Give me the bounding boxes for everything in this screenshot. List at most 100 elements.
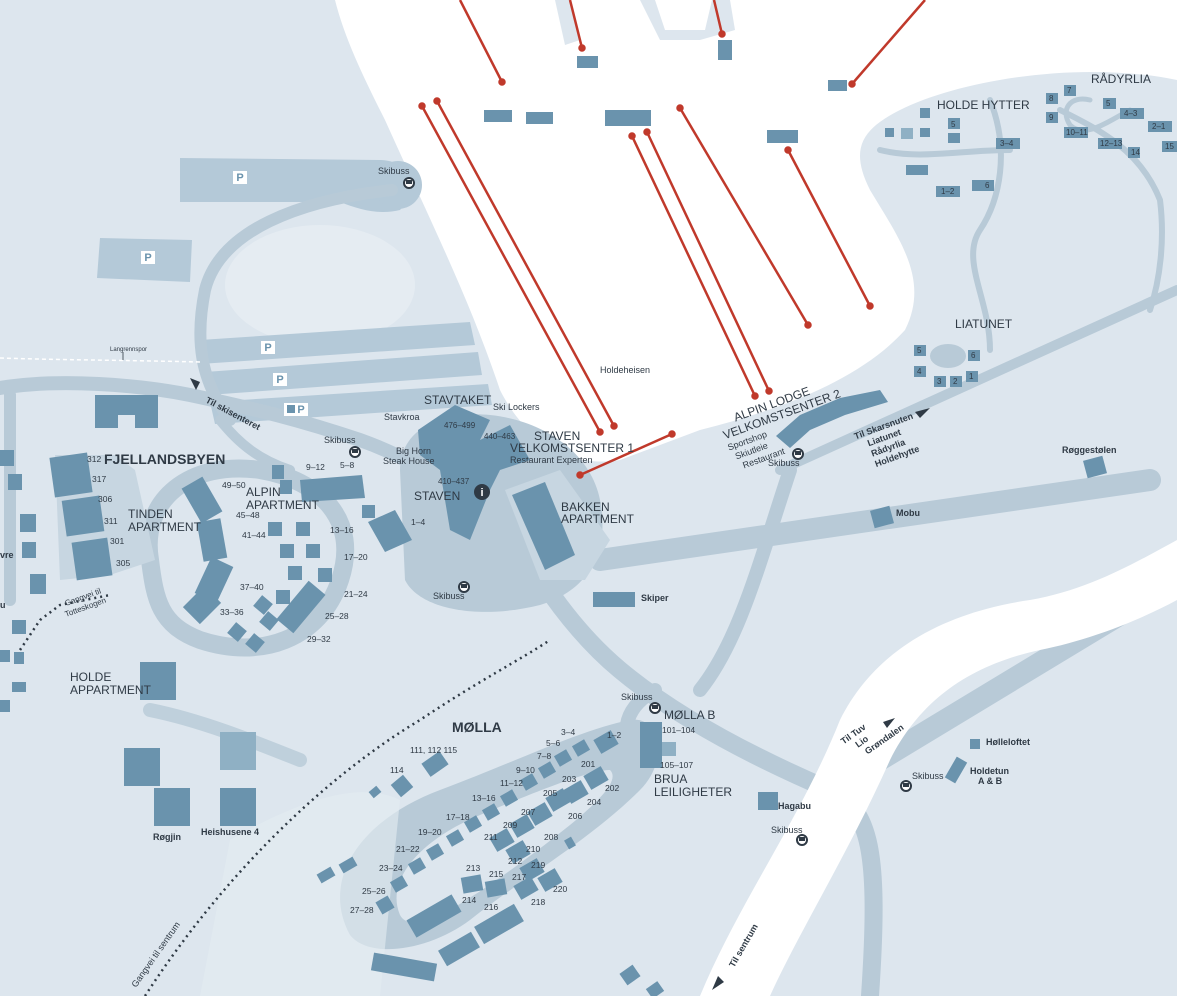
unit-label: 211: [484, 832, 498, 842]
ski-lifts: [418, 0, 926, 479]
unit-label: 12–13: [1100, 139, 1123, 148]
unit-label: 21–22: [396, 844, 420, 854]
unit-label: 17–18: [446, 812, 470, 822]
cross-country-track: [0, 357, 201, 363]
unit-numbers: 312 317 306 311 301 305 49–50 45–48 41–4…: [87, 86, 1174, 915]
unit-label: 204: [587, 797, 601, 807]
unit-label: 207: [521, 807, 535, 817]
unit-label: 312: [87, 454, 101, 464]
unit-label: 219: [531, 860, 545, 870]
skibuss-label-1: Skibuss: [378, 166, 410, 176]
unit-label: 1: [969, 372, 974, 381]
skibuss-label-7: Skibuss: [771, 825, 803, 835]
label-roggestolen: Røggestølen: [1062, 445, 1117, 455]
unit-label: 1–4: [411, 517, 425, 527]
unit-label: 14: [1131, 148, 1140, 157]
label-holde-hytter: HOLDE HYTTER: [937, 98, 1030, 112]
skibuss-label-5: Skibuss: [768, 458, 800, 468]
unit-label: 301: [110, 536, 124, 546]
alpin-loop: [139, 459, 355, 657]
fjellandsbyen-buildings: [0, 450, 256, 826]
parking-sign-5: P: [297, 404, 304, 416]
liatunet-pond: [930, 344, 966, 368]
bus-parking-icon: [287, 405, 295, 413]
unit-label: 5: [917, 346, 922, 355]
unit-label: 49–50: [222, 480, 246, 490]
unit-label: 37–40: [240, 582, 264, 592]
label-ski-lockers: Ski Lockers: [493, 402, 540, 412]
label-holde-appartment: APPARTMENT: [70, 683, 152, 697]
unit-label: 45–48: [236, 510, 260, 520]
unit-label: 15: [1165, 142, 1174, 151]
parking-signs: P P P P P: [141, 171, 308, 416]
label-holdetun: Holdetun: [970, 766, 1009, 776]
unit-label: 201: [581, 759, 595, 769]
skibuss-icon[interactable]: [403, 177, 415, 189]
unit-label: 101–104: [662, 725, 695, 735]
skibuss-icon[interactable]: [792, 448, 804, 460]
alpin-apartment-buildings: [181, 465, 332, 653]
skibuss-icon[interactable]: [796, 834, 808, 846]
bus-loop-top: [374, 161, 422, 209]
unit-label: 215: [489, 869, 503, 879]
unit-label: 3–4: [1000, 139, 1014, 148]
unit-label: 220: [553, 884, 567, 894]
lift-stations: [484, 40, 847, 143]
unit-label: 33–36: [220, 607, 244, 617]
skibuss-label-4: Skibuss: [621, 692, 653, 702]
terrain-ridge: [640, 0, 735, 40]
unit-label: 13–16: [472, 793, 496, 803]
label-holleloftet: Hølleloftet: [986, 737, 1030, 747]
skibuss-icon[interactable]: [349, 446, 361, 458]
skibuss-label-6: Skibuss: [912, 771, 944, 781]
info-icon[interactable]: i: [474, 484, 490, 500]
unit-label: 23–24: [379, 863, 403, 873]
label-alpin: ALPIN: [246, 485, 281, 499]
unit-label: 41–44: [242, 530, 266, 540]
unit-label: 209: [503, 820, 517, 830]
unit-label: 25–26: [362, 886, 386, 896]
skibuss-icon[interactable]: [900, 780, 912, 792]
unit-label: 305: [116, 558, 130, 568]
unit-label: 5: [951, 120, 956, 129]
unit-label: 440–463: [484, 432, 516, 441]
label-radyrlia: RÅDYRLIA: [1091, 71, 1151, 86]
parking-sign-3: P: [264, 342, 271, 354]
unit-label: 214: [462, 895, 476, 905]
svg-text:i: i: [480, 487, 483, 499]
label-liatunet: LIATUNET: [955, 317, 1013, 331]
unit-label: 8: [1049, 94, 1054, 103]
label-staven: STAVEN: [414, 489, 460, 503]
unit-label: 3: [937, 377, 942, 386]
skibuss-icon[interactable]: [458, 581, 470, 593]
label-tinden: TINDEN: [128, 507, 173, 521]
unit-label: 9: [1049, 113, 1054, 122]
open-field: [225, 225, 415, 345]
alpin-lodge-building: [776, 390, 888, 448]
skibuss-label-3: Skibuss: [433, 591, 465, 601]
parking-sign-2: P: [144, 252, 151, 264]
label-holdeheisen: Holdeheisen: [600, 365, 650, 375]
unit-label: 2: [953, 377, 958, 386]
skibuss-stops: Skibuss Skibuss Skibuss Skibuss Skibuss …: [324, 166, 944, 846]
label-steak-house: Steak House: [383, 456, 435, 466]
label-fjellandsbyen: FJELLANDSBYEN: [104, 451, 225, 467]
parking-sign-4: P: [276, 374, 283, 386]
label-brua-leiligheter: LEILIGHETER: [654, 785, 732, 799]
unit-label: 205: [543, 788, 557, 798]
label-molla-b: MØLLA B: [664, 708, 715, 722]
right-buildings: [758, 455, 1107, 810]
label-heishusene: Heishusene 4: [201, 827, 259, 837]
unit-label: 317: [92, 474, 106, 484]
label-ovre: vre: [0, 550, 14, 560]
unit-label: 21–24: [344, 589, 368, 599]
parking-sign-1: P: [236, 172, 243, 184]
unit-label: 208: [544, 832, 558, 842]
skibuss-label-2: Skibuss: [324, 435, 356, 445]
unit-label: 5: [1106, 99, 1111, 108]
unit-label: 4: [917, 367, 922, 376]
label-hagabu: Hagabu: [778, 801, 811, 811]
walkways: [18, 593, 551, 996]
skibuss-icon[interactable]: [649, 702, 661, 714]
unit-label: 5–8: [340, 460, 354, 470]
